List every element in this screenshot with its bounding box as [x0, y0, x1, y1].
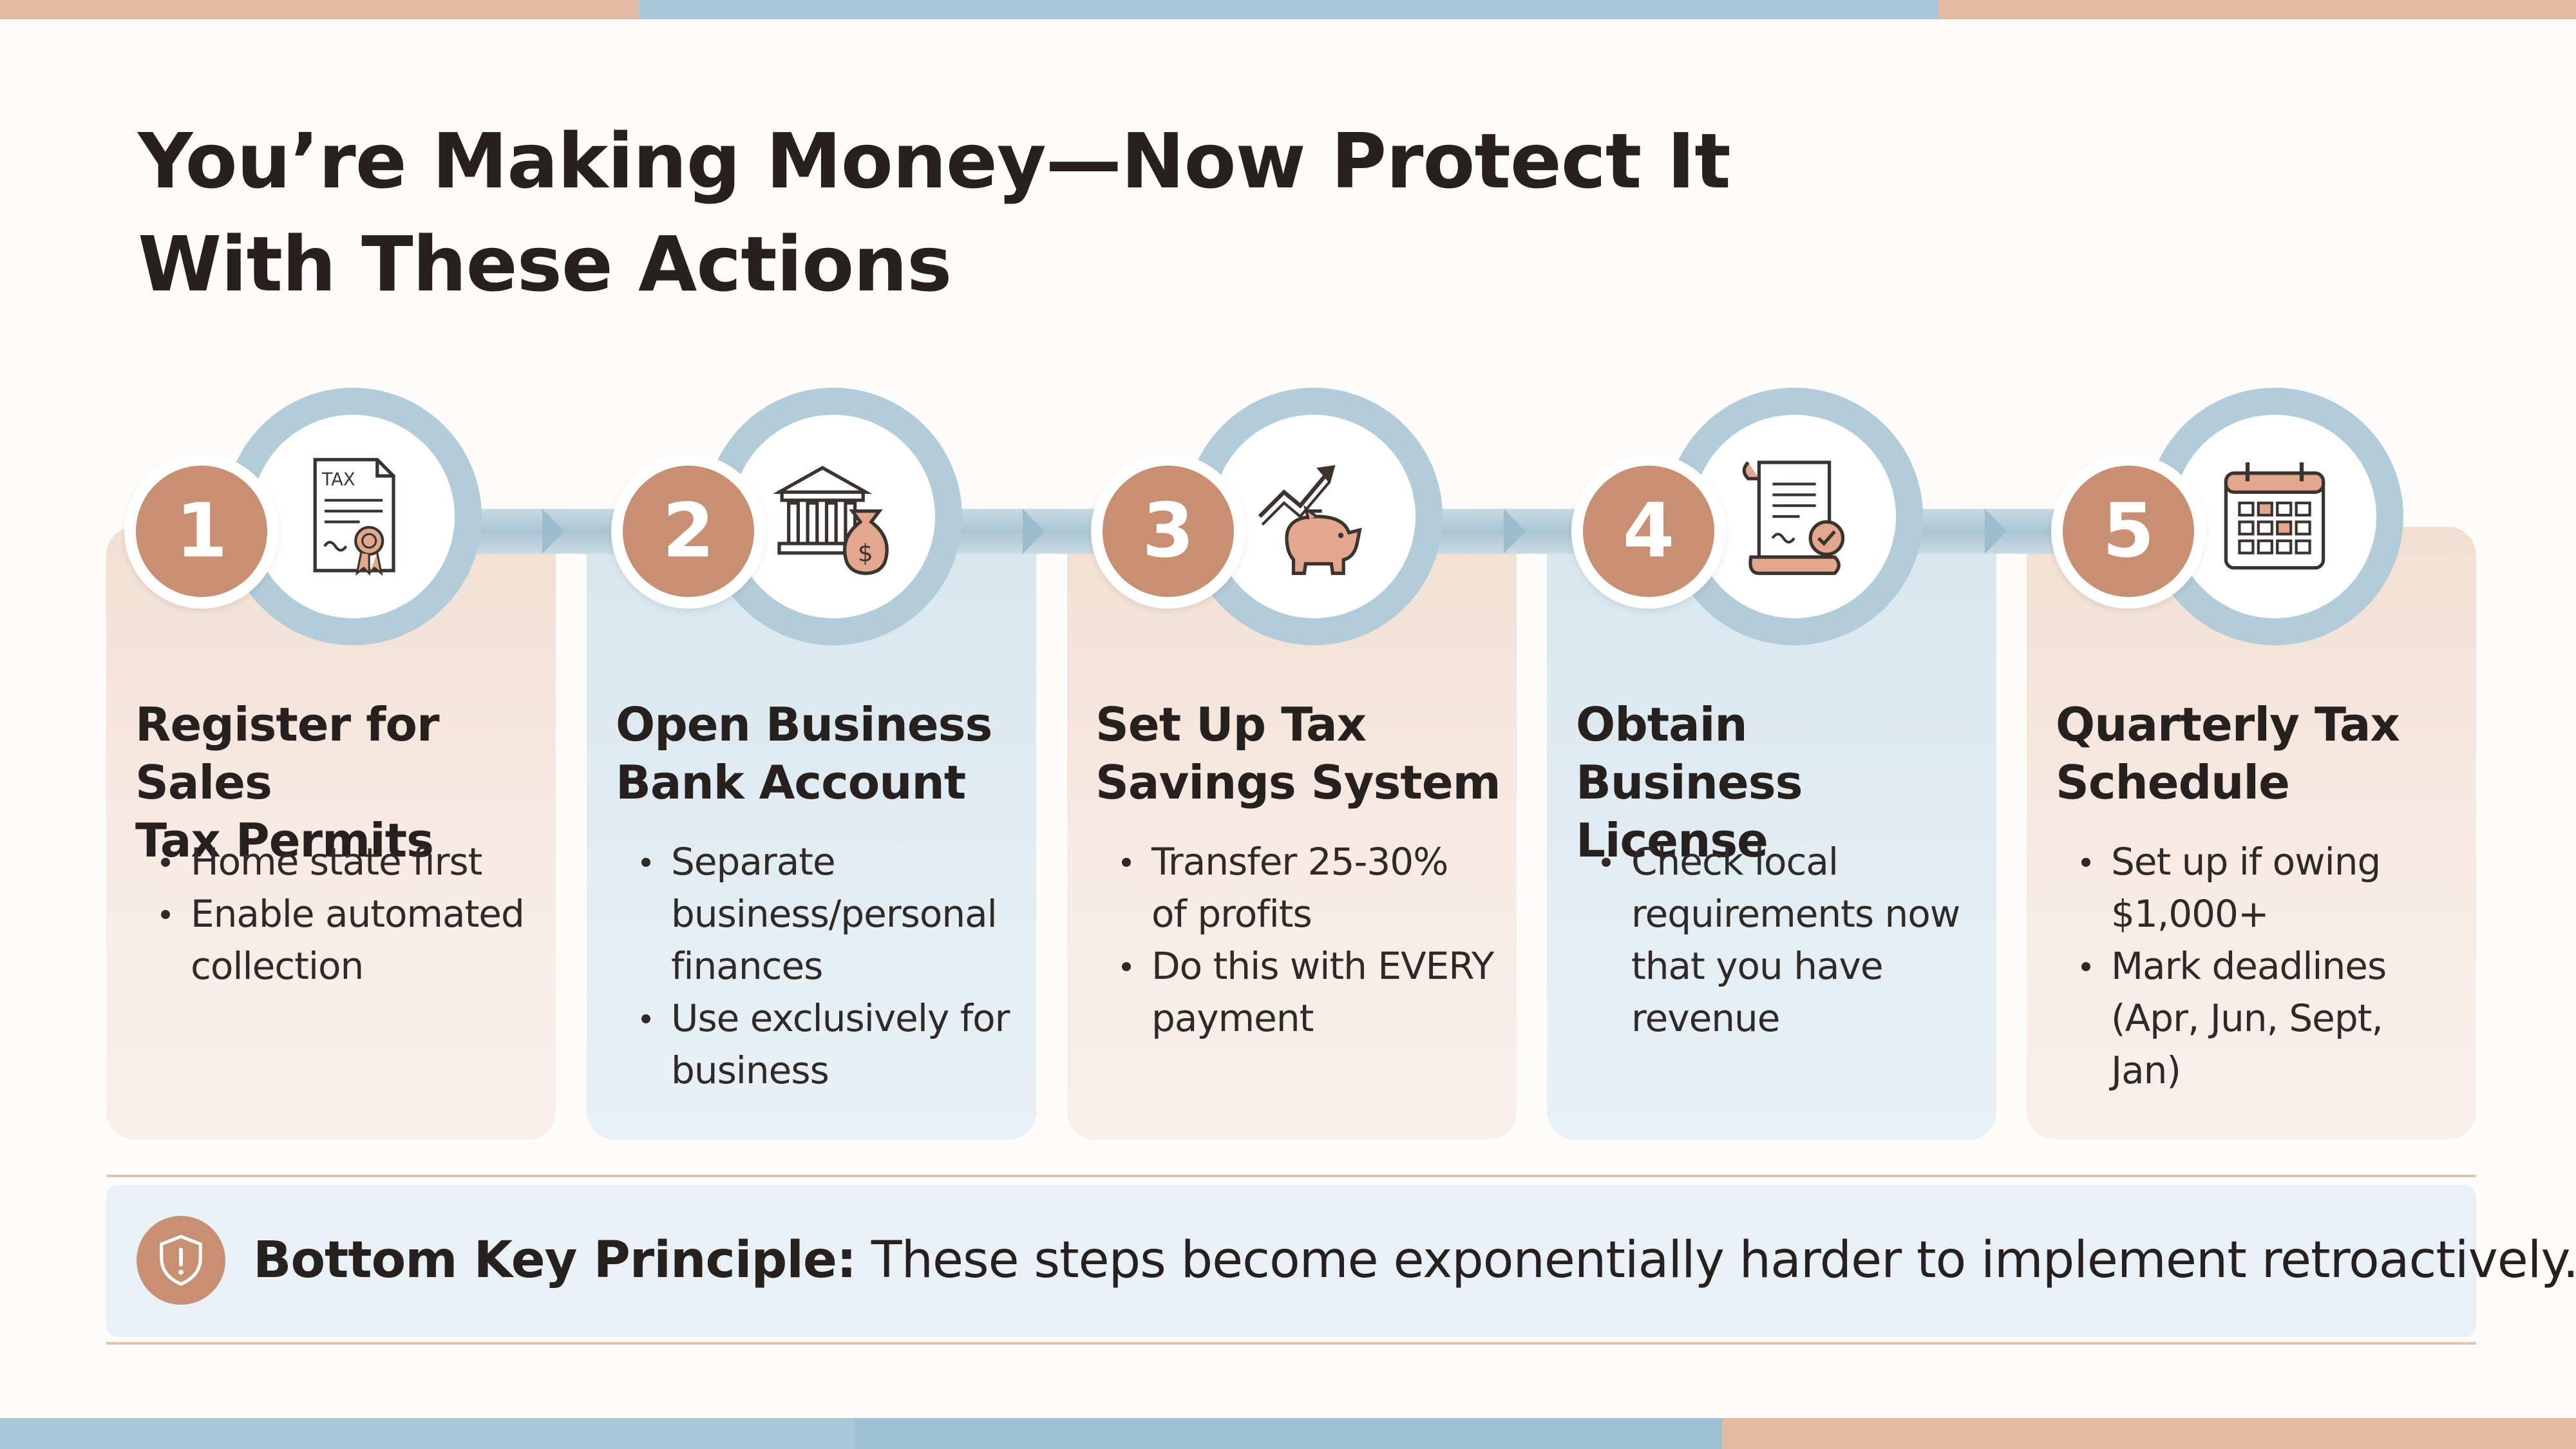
- chevron-right-icon: [542, 509, 564, 554]
- step-title-line: Obtain Business: [1576, 697, 1803, 810]
- list-item: Set up if owing $1,000+: [2071, 836, 2433, 940]
- chevron-right-icon: [1023, 509, 1045, 554]
- license-scroll-icon: [1742, 460, 1845, 575]
- tax-certificate-icon: TAX: [313, 458, 395, 576]
- chevron-right-icon: [1985, 509, 2007, 554]
- step-3-number-badge: 3: [1091, 454, 1245, 609]
- step-1-icon-ring: TAX: [224, 388, 482, 645]
- page-title: You’re Making Money—Now Protect It With …: [138, 109, 1877, 316]
- step-2-number-badge: 2: [611, 454, 766, 609]
- step-title-line: Savings System: [1095, 755, 1501, 810]
- divider: [106, 1175, 2476, 1177]
- step-number: 1: [136, 466, 267, 597]
- bottom-accent-bar: [1722, 1418, 2576, 1449]
- key-principle-body: These steps become exponentially harder …: [856, 1231, 2576, 1289]
- bottom-accent-bar: [855, 1418, 1722, 1449]
- step-number: 5: [2063, 466, 2194, 597]
- shield-icon-badge: [137, 1216, 225, 1305]
- list-item: Do this with EVERY payment: [1112, 940, 1538, 1045]
- step-title-line: Register for Sales: [135, 697, 439, 810]
- step-4-icon-ring: [1665, 388, 1923, 645]
- list-item: Transfer 25-30% of profits: [1112, 836, 1473, 940]
- step-5-bullets: Set up if owing $1,000+ Mark deadlines (…: [2071, 836, 2458, 1097]
- step-2-bullets: Separate business/personal finances Use …: [631, 836, 1030, 1097]
- step-3-title: Set Up Tax Savings System: [1095, 696, 1508, 811]
- step-1-bullets: Home state first Enable automated collec…: [151, 836, 537, 992]
- dollar-icon-label: $: [858, 538, 873, 567]
- chevron-right-icon: [1504, 509, 1526, 554]
- step-title-line: Tax Permits: [135, 813, 434, 867]
- key-principle-text: Bottom Key Principle: These steps become…: [253, 1227, 2576, 1294]
- page-title-line-2: With These Actions: [138, 220, 952, 308]
- step-title-line: Bank Account: [616, 755, 966, 810]
- tax-icon-label: TAX: [321, 470, 355, 490]
- top-accent-bar: [1938, 0, 2576, 19]
- step-2-title: Open Business Bank Account: [616, 696, 1028, 811]
- step-4-number-badge: 4: [1571, 454, 1726, 609]
- bottom-accent-bar: [0, 1418, 855, 1449]
- step-title-line: Set Up Tax: [1095, 697, 1367, 752]
- key-principle-label: Bottom Key Principle:: [253, 1231, 857, 1289]
- step-number: 4: [1583, 466, 1714, 597]
- step-title-line: Schedule: [2056, 755, 2290, 810]
- step-3-icon-ring: [1185, 388, 1443, 645]
- list-item: Mark deadlines (Apr, Jun, Sept, Jan): [2071, 940, 2433, 1097]
- step-3-bullets: Transfer 25-30% of profits Do this with …: [1112, 836, 1498, 1045]
- piggy-bank-growth-icon: [1258, 465, 1362, 575]
- top-accent-bar: [639, 0, 1938, 19]
- step-number: 3: [1103, 466, 1234, 597]
- divider: [106, 1342, 2476, 1345]
- top-accent-bar: [0, 0, 639, 19]
- shield-icon: [160, 1235, 202, 1286]
- step-title-line: Open Business: [616, 697, 992, 752]
- page-title-line-1: You’re Making Money—Now Protect It: [138, 117, 1731, 205]
- step-number: 2: [623, 466, 754, 597]
- list-item: Enable automated collection: [151, 888, 526, 992]
- step-1-title: Register for Sales Tax Permits: [135, 696, 547, 869]
- step-4-bullets: Check local requirements now that you ha…: [1591, 836, 1978, 1045]
- step-1-number-badge: 1: [124, 454, 279, 609]
- bank-money-bag-icon: $: [772, 466, 889, 575]
- calendar-icon: [2224, 462, 2325, 570]
- list-item: Home state first: [151, 836, 537, 888]
- step-title-line: Quarterly Tax: [2056, 697, 2400, 752]
- list-item: Check local requirements now that you ha…: [1591, 836, 1998, 1045]
- step-5-number-badge: 5: [2051, 454, 2206, 609]
- list-item: Use exclusively for business: [631, 992, 1032, 1097]
- step-5-title: Quarterly Tax Schedule: [2056, 696, 2468, 811]
- key-principle-box: [106, 1185, 2476, 1337]
- step-4-title: Obtain Business License: [1576, 696, 1988, 869]
- list-item: Separate business/personal finances: [631, 836, 1032, 992]
